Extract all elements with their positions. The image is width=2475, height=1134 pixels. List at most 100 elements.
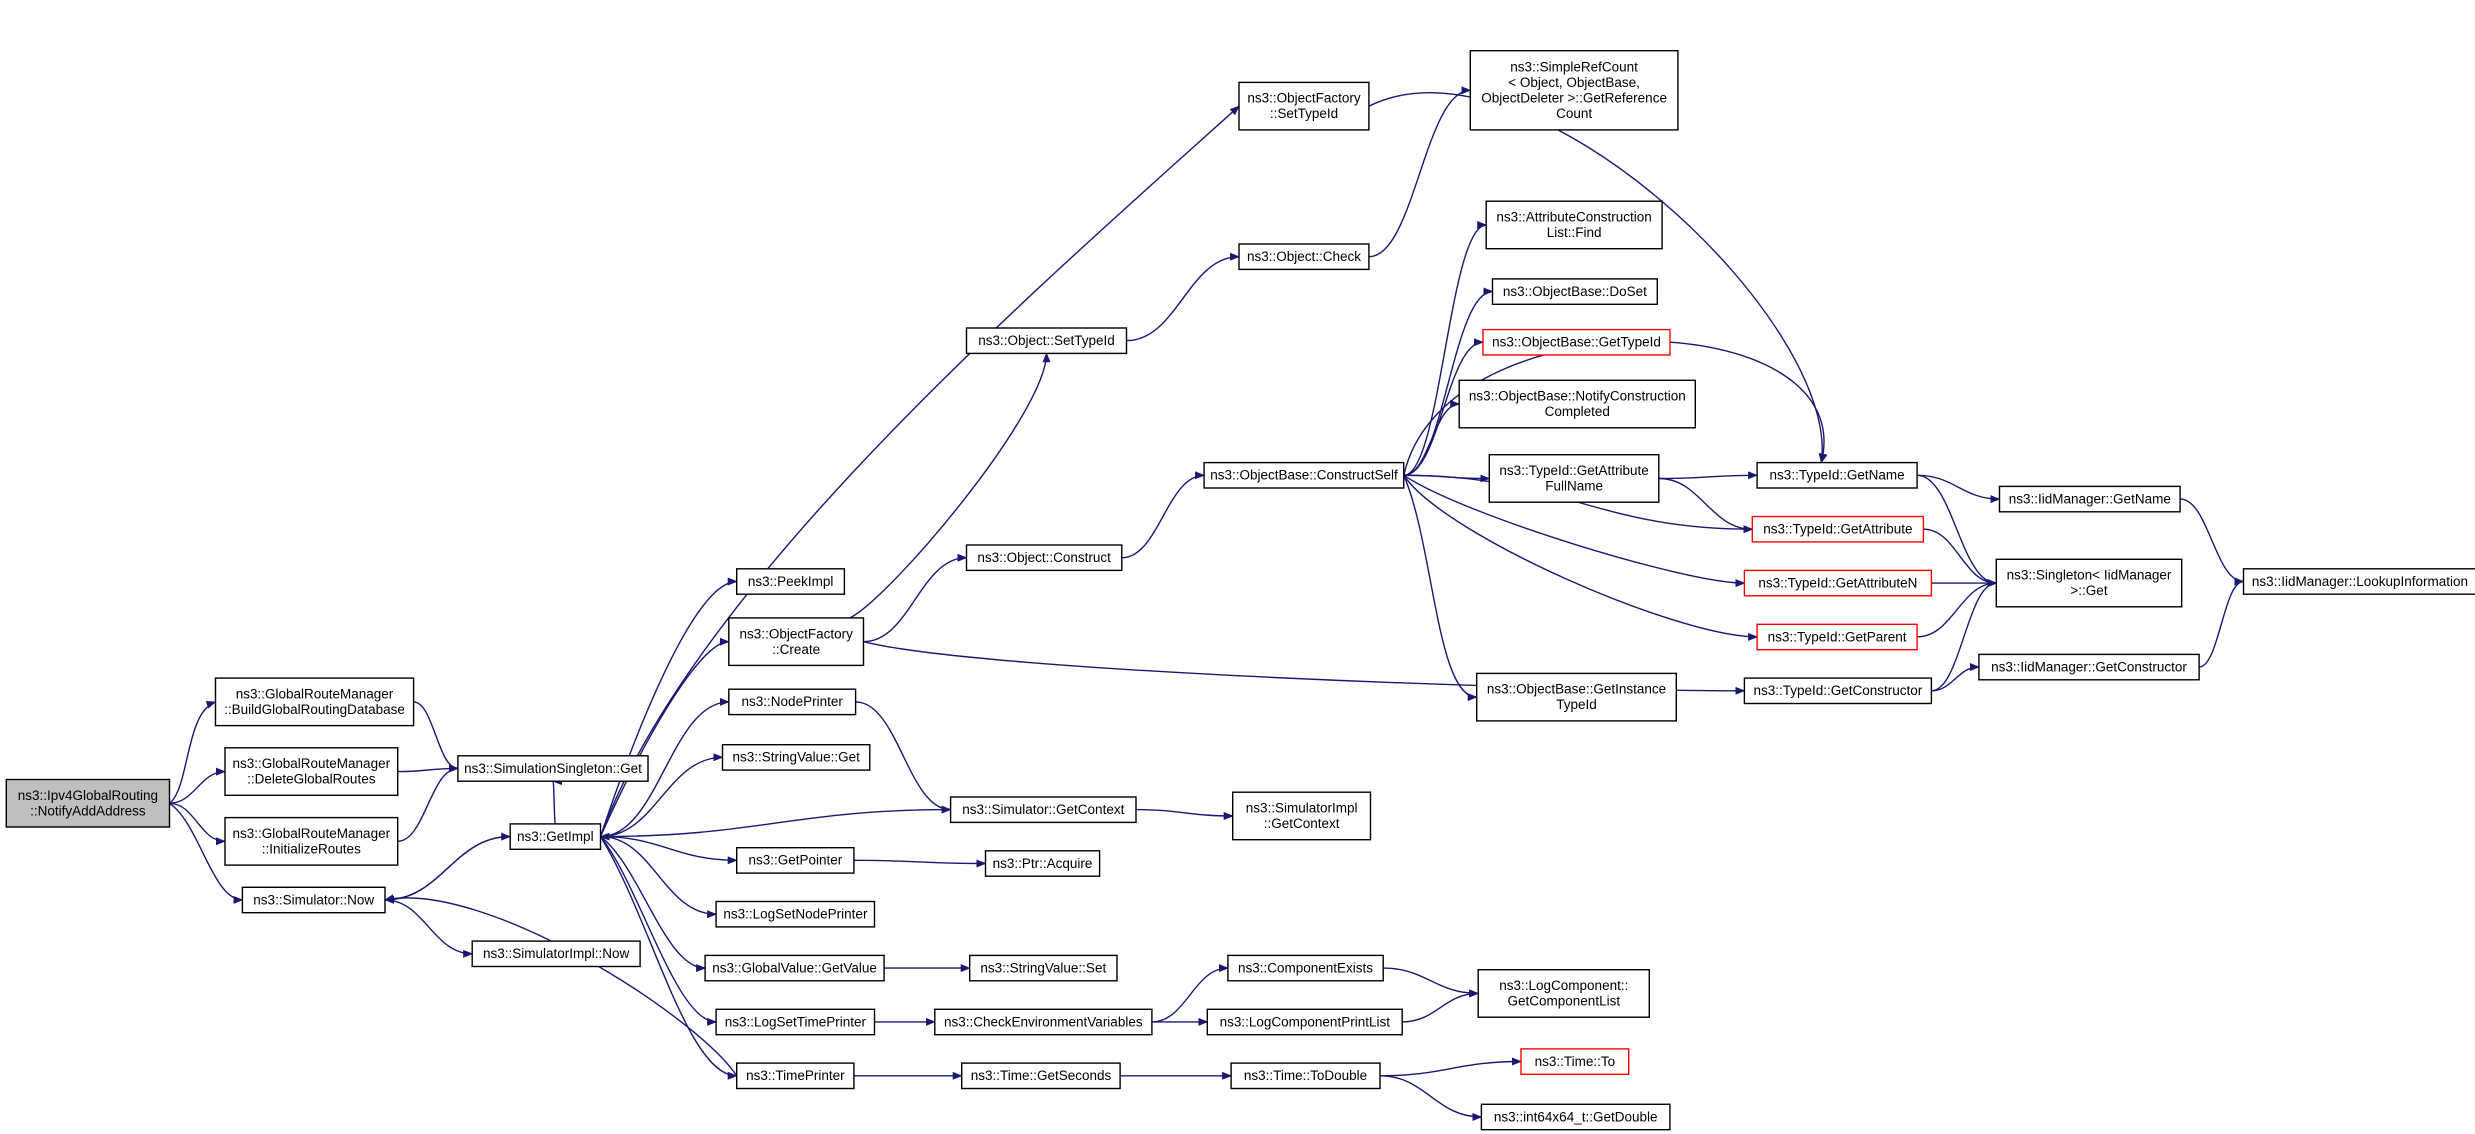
node-objconstruct[interactable]: ns3::Object::Construct (965, 544, 1123, 572)
node-delete[interactable]: ns3::GlobalRouteManager::DeleteGlobalRou… (224, 747, 399, 796)
node-logsetnodeprinter[interactable]: ns3::LogSetNodePrinter (715, 900, 876, 928)
node-notifyconst[interactable]: ns3::ObjectBase::NotifyConstructionCompl… (1458, 379, 1696, 429)
edge-typeidgetparent-to-singletonget (1917, 579, 1998, 638)
edge-simnow-to-simimplnow (384, 899, 474, 958)
node-label: ns3::ObjectBase::ConstructSelf (1210, 468, 1398, 483)
node-box (721, 744, 871, 771)
node-timeto[interactable]: ns3::Time::To (1520, 1048, 1630, 1076)
node-label: ns3::CheckEnvironmentVariables (944, 1014, 1143, 1029)
node-label: ::SetTypeId (1270, 106, 1338, 121)
node-label: ::GetContext (1264, 816, 1340, 831)
node-box (965, 327, 1128, 355)
node-root[interactable]: ns3::Ipv4GlobalRouting::NotifyAddAddress (5, 778, 171, 828)
node-constructself[interactable]: ns3::ObjectBase::ConstructSelf (1203, 461, 1405, 489)
node-label: ns3::GlobalValue::GetValue (712, 960, 877, 975)
node-typeidgetattributen[interactable]: ns3::TypeId::GetAttributeN (1743, 569, 1933, 597)
node-box (1475, 672, 1677, 722)
node-box (1231, 791, 1372, 841)
node-box (1488, 454, 1660, 503)
node-nodeprinter[interactable]: ns3::NodePrinter (728, 688, 857, 716)
node-simimplnow[interactable]: ns3::SimulatorImpl::Now (471, 940, 641, 968)
node-label: ns3::LogSetNodePrinter (723, 907, 868, 922)
node-ptracquire[interactable]: ns3::Ptr::Acquire (984, 850, 1101, 877)
node-typeidgetattribute[interactable]: ns3::TypeId::GetAttribute (1751, 515, 1925, 543)
node-label: ::NotifyAddAddress (30, 803, 146, 818)
node-timegetseconds[interactable]: ns3::Time::GetSeconds (961, 1062, 1121, 1090)
edge-getimpl-to-getpointer (600, 835, 738, 865)
edge-constructself-to-typeidgetattributen (1403, 474, 1746, 588)
node-typeidgetconstructor[interactable]: ns3::TypeId::GetConstructor (1743, 677, 1933, 705)
node-stringvalueset[interactable]: ns3::StringValue::Set (969, 954, 1118, 982)
node-box (1230, 1062, 1381, 1090)
node-singletonget[interactable]: ns3::Singleton< IidManager>::Get (1995, 558, 2183, 608)
node-box (2242, 568, 2475, 595)
node-box (471, 940, 641, 968)
node-simsingleton[interactable]: ns3::SimulationSingleton::Get (457, 755, 649, 782)
node-label: ns3::ObjectBase::GetTypeId (1492, 335, 1661, 350)
edge-nodeprinter-to-simgetcontext (855, 701, 952, 814)
node-label: ns3::Simulator::Now (253, 892, 374, 907)
node-compexists[interactable]: ns3::ComponentExists (1227, 954, 1384, 982)
node-label: GetComponentList (1508, 994, 1621, 1009)
node-timeprinter[interactable]: ns3::TimePrinter (736, 1062, 855, 1090)
node-label: ns3::StringValue::Get (733, 750, 861, 765)
node-typeidgetname[interactable]: ns3::TypeId::GetName (1756, 461, 1918, 489)
node-simplerefcount[interactable]: ns3::SimpleRefCount< Object, ObjectBase,… (1469, 50, 1679, 131)
node-int64getdouble[interactable]: ns3::int64x64_t::GetDouble (1480, 1103, 1671, 1131)
node-timetodouble[interactable]: ns3::Time::ToDouble (1230, 1062, 1381, 1090)
node-simgetcontext[interactable]: ns3::Simulator::GetContext (949, 796, 1137, 824)
edge-simgetcontext-to-getimpl (599, 808, 951, 841)
edge-root-to-delete (169, 767, 226, 804)
node-box (457, 755, 649, 782)
node-iidgetname[interactable]: ns3::IidManager::GetName (1998, 485, 2181, 513)
node-ofsettypeid[interactable]: ns3::ObjectFactory::SetTypeId (1238, 81, 1370, 131)
edge-constructself-to-typeidgetparent (1403, 474, 1759, 641)
node-checkenv[interactable]: ns3::CheckEnvironmentVariables (934, 1008, 1153, 1036)
node-getimpl[interactable]: ns3::GetImpl (509, 823, 602, 851)
node-objsettypeid[interactable]: ns3::Object::SetTypeId (965, 327, 1128, 355)
node-ofcreate[interactable]: ns3::ObjectFactory::Create (728, 617, 865, 667)
node-label: Count (1556, 106, 1592, 121)
node-logcompgetlist[interactable]: ns3::LogComponent::GetComponentList (1477, 969, 1650, 1018)
node-logsettimeprinter[interactable]: ns3::LogSetTimePrinter (715, 1008, 876, 1036)
node-iidlookupinfo[interactable]: ns3::IidManager::LookupInformation (2242, 568, 2475, 595)
edge-checkenv-to-compexists (1151, 964, 1229, 1023)
node-peekimpl[interactable]: ns3::PeekImpl (736, 568, 846, 595)
node-build[interactable]: ns3::GlobalRouteManager::BuildGlobalRout… (214, 677, 415, 727)
node-label: ns3::SimpleRefCount (1510, 59, 1638, 74)
node-objcheck[interactable]: ns3::Object::Check (1238, 243, 1370, 271)
node-simimplgetcontext[interactable]: ns3::SimulatorImpl::GetContext (1231, 791, 1372, 841)
node-label: ns3::Time::To (1535, 1054, 1616, 1069)
edge-getimpl-to-stringvalueget (600, 753, 724, 838)
node-simnow[interactable]: ns3::Simulator::Now (241, 886, 386, 914)
node-box (214, 677, 415, 727)
node-label: ns3::Simulator::GetContext (962, 802, 1124, 817)
node-typeidgetparent[interactable]: ns3::TypeId::GetParent (1756, 623, 1918, 651)
node-label: FullName (1545, 479, 1603, 494)
node-box (736, 847, 855, 874)
edge-typeidgetattribute-to-singletonget (1923, 528, 1998, 588)
node-box (1482, 328, 1671, 356)
edge-root-to-build (169, 700, 217, 804)
node-label: ns3::ObjectBase::GetInstance (1487, 682, 1666, 697)
node-logcompprintlist[interactable]: ns3::LogComponentPrintList (1206, 1008, 1403, 1036)
edge-getpointer-to-ptracquire (853, 859, 987, 868)
edge-objconstruct-to-constructself (1121, 471, 1206, 559)
node-iidgetconstructor[interactable]: ns3::IidManager::GetConstructor (1978, 653, 2200, 681)
node-objbasegettypeid[interactable]: ns3::ObjectBase::GetTypeId (1482, 328, 1671, 356)
edge-ofcreate-to-objconstruct (863, 553, 968, 643)
node-getpointer[interactable]: ns3::GetPointer (736, 847, 855, 874)
node-label: ns3::GlobalRouteManager (232, 826, 390, 841)
node-objbasedoset[interactable]: ns3::ObjectBase::DoSet (1491, 278, 1659, 305)
edge-iidgetconstructor-to-iidlookupinfo (2198, 577, 2245, 668)
node-box (1469, 50, 1679, 131)
node-stringvalueget[interactable]: ns3::StringValue::Get (721, 744, 871, 771)
node-init[interactable]: ns3::GlobalRouteManager::InitializeRoute… (224, 816, 399, 866)
node-globalvalueget[interactable]: ns3::GlobalValue::GetValue (704, 954, 885, 982)
node-box (241, 886, 386, 914)
node-box (1743, 677, 1933, 705)
node-box (1751, 515, 1925, 543)
